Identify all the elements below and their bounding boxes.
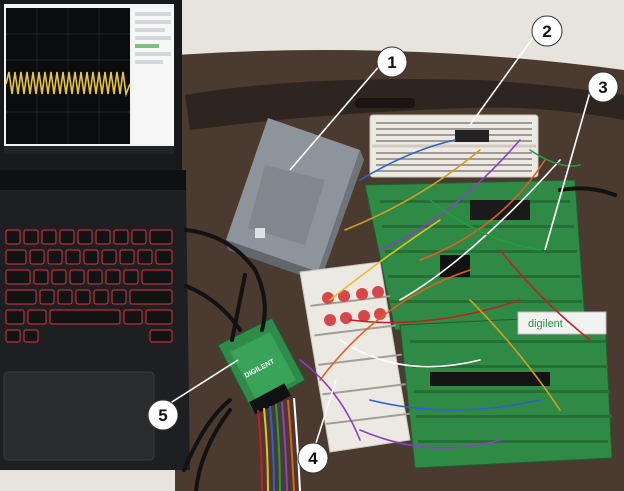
ic-chip — [455, 130, 489, 142]
pcb-board-lower: digilent — [399, 311, 613, 469]
callout-5: 5 — [147, 399, 179, 431]
callout-3: 3 — [587, 71, 619, 103]
laptop-hinge — [0, 170, 186, 190]
callout-label-2: 2 — [542, 22, 551, 41]
board-logo-plate — [517, 311, 607, 335]
logic-analyzer-device: DIGILENT — [217, 317, 306, 415]
keyboard — [5, 229, 173, 343]
callout-leaders — [163, 34, 591, 444]
usb-cables — [182, 186, 617, 491]
taskbar — [4, 146, 174, 154]
laptop — [0, 0, 190, 470]
ribbon-wires — [257, 397, 301, 491]
enclosure-logo — [255, 228, 265, 238]
callout-label-3: 3 — [598, 78, 607, 97]
callout-label-5: 5 — [158, 406, 167, 425]
scope-panel-rows — [135, 12, 171, 64]
scope-waveform — [5, 71, 131, 98]
jumper-wires — [299, 139, 591, 449]
desk-slot — [355, 98, 415, 108]
analyzer-connector — [249, 383, 291, 415]
breadboard-top — [369, 114, 539, 178]
pcb-header-block — [470, 200, 530, 220]
pcb-connector-strip — [430, 372, 550, 386]
callout-label-4: 4 — [308, 449, 318, 468]
red-modules — [322, 286, 386, 326]
board-logo-text: digilent — [528, 318, 563, 330]
callout-label-1: 1 — [387, 53, 396, 72]
sensor-enclosure — [226, 118, 364, 282]
callout-2: 2 — [531, 15, 563, 47]
callout-1: 1 — [376, 46, 408, 78]
pcb-chip — [440, 255, 470, 277]
callout-4: 4 — [297, 442, 329, 474]
touchpad — [3, 371, 155, 461]
